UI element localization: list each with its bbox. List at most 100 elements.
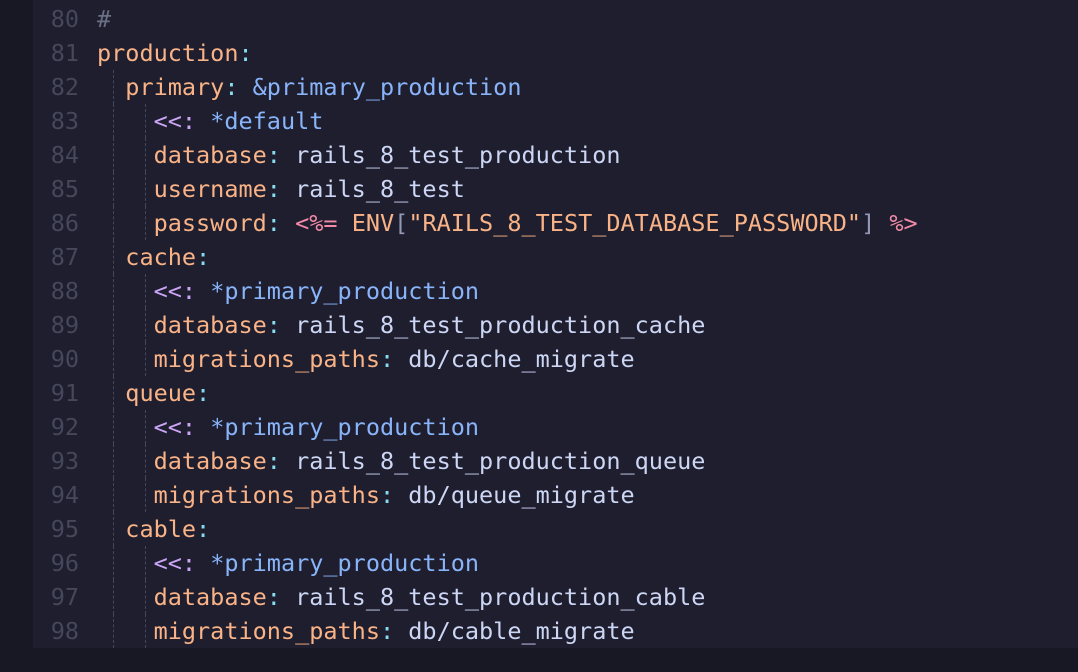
line-number: 97 (50, 583, 79, 611)
yaml-key: database (153, 141, 267, 169)
line-number: 83 (50, 107, 79, 135)
line-number: 93 (50, 447, 79, 475)
yaml-key: production (97, 39, 239, 67)
indent-guide (145, 104, 146, 138)
editor-bottom-strip (0, 648, 1078, 672)
code-line[interactable]: 94 migrations_paths: db/queue_migrate (33, 478, 1078, 512)
line-text: cable: (97, 512, 210, 546)
indent-guide (145, 580, 146, 614)
indent-guide (145, 478, 146, 512)
code-line[interactable]: 89 database: rails_8_test_production_cac… (33, 308, 1078, 342)
yaml-value: rails_8_test_production_cable (295, 583, 706, 611)
code-line[interactable]: 90 migrations_paths: db/cache_migrate (33, 342, 1078, 376)
code-line[interactable]: 87 cache: (33, 240, 1078, 274)
code-area[interactable]: 80 # 81 production: 82 primary: &primary… (33, 2, 1078, 648)
line-text: migrations_paths: db/cache_migrate (97, 342, 635, 376)
code-line[interactable]: 97 database: rails_8_test_production_cab… (33, 580, 1078, 614)
yaml-value: rails_8_test_production_cache (295, 311, 706, 339)
indent-guide (113, 512, 114, 546)
indent-guide (145, 308, 146, 342)
yaml-value: rails_8_test_production (295, 141, 621, 169)
indent-guide (113, 376, 114, 410)
indent-guide (113, 70, 114, 104)
line-text: database: rails_8_test_production (97, 138, 621, 172)
line-number: 92 (50, 413, 79, 441)
indent-guide (113, 274, 114, 308)
yaml-value: rails_8_test_production_queue (295, 447, 706, 475)
line-number: 87 (50, 243, 79, 271)
yaml-anchor: &primary_production (252, 73, 522, 101)
code-line[interactable]: 96 <<: *primary_production (33, 546, 1078, 580)
yaml-colon: : (379, 617, 395, 645)
yaml-key: migrations_paths (153, 617, 380, 645)
indent-guide (113, 478, 114, 512)
yaml-colon: : (196, 515, 211, 543)
code-line[interactable]: 95 cable: (33, 512, 1078, 546)
yaml-colon: : (224, 73, 239, 101)
yaml-key: cache (125, 243, 197, 271)
line-number: 91 (50, 379, 79, 407)
code-line[interactable]: 88 <<: *primary_production (33, 274, 1078, 308)
erb-close-tag: %> (889, 209, 918, 237)
line-number: 98 (50, 617, 79, 645)
yaml-colon: : (266, 311, 281, 339)
env-constant: ENV (351, 209, 395, 237)
yaml-key: database (153, 447, 267, 475)
line-text: primary: &primary_production (97, 70, 521, 104)
code-line[interactable]: 80 # (33, 2, 1078, 36)
line-text: username: rails_8_test (97, 172, 465, 206)
indent-guide (113, 138, 114, 172)
yaml-value: rails_8_test (295, 175, 465, 203)
code-line[interactable]: 85 username: rails_8_test (33, 172, 1078, 206)
indent-guide (113, 206, 114, 240)
line-text: migrations_paths: db/cable_migrate (97, 614, 635, 648)
line-text: database: rails_8_test_production_cache (97, 308, 706, 342)
yaml-colon: : (266, 583, 281, 611)
code-line[interactable]: 91 queue: (33, 376, 1078, 410)
code-line[interactable]: 92 <<: *primary_production (33, 410, 1078, 444)
line-number: 80 (50, 5, 79, 33)
line-number: 94 (50, 481, 79, 509)
yaml-merge-key: <<: (153, 413, 197, 441)
line-number: 95 (50, 515, 79, 543)
code-line[interactable]: 83 <<: *default (33, 104, 1078, 138)
indent-guide (113, 410, 114, 444)
code-line[interactable]: 84 database: rails_8_test_production (33, 138, 1078, 172)
bracket-close: ] (861, 209, 876, 237)
code-line[interactable]: 81 production: (33, 36, 1078, 70)
yaml-merge-key: <<: (153, 549, 197, 577)
yaml-merge-key: <<: (153, 107, 197, 135)
line-text: queue: (97, 376, 210, 410)
line-text: database: rails_8_test_production_cable (97, 580, 706, 614)
indent-guide (113, 104, 114, 138)
yaml-key: migrations_paths (153, 345, 380, 373)
yaml-key: username (153, 175, 267, 203)
code-line[interactable]: 82 primary: &primary_production (33, 70, 1078, 104)
code-line[interactable]: 86 password: <%= ENV["RAILS_8_TEST_DATAB… (33, 206, 1078, 240)
yaml-key: database (153, 311, 267, 339)
indent-guide (145, 410, 146, 444)
indent-guide (113, 444, 114, 478)
bracket-open: [ (394, 209, 409, 237)
line-text: database: rails_8_test_production_queue (97, 444, 706, 478)
line-number: 86 (50, 209, 79, 237)
line-text: password: <%= ENV["RAILS_8_TEST_DATABASE… (97, 206, 918, 240)
line-text: migrations_paths: db/queue_migrate (97, 478, 635, 512)
line-number: 96 (50, 549, 79, 577)
line-text: production: (97, 36, 253, 70)
yaml-colon: : (266, 447, 281, 475)
yaml-colon: : (266, 141, 281, 169)
line-number: 90 (50, 345, 79, 373)
line-text: <<: *primary_production (97, 274, 479, 308)
erb-open-tag: <%= (295, 209, 338, 237)
line-number: 84 (50, 141, 79, 169)
line-text: <<: *default (97, 104, 324, 138)
yaml-colon: : (266, 209, 281, 237)
yaml-key: queue (125, 379, 197, 407)
yaml-alias: *primary_production (210, 277, 480, 305)
yaml-key: password (153, 209, 267, 237)
code-line[interactable]: 98 migrations_paths: db/cable_migrate (33, 614, 1078, 648)
code-line[interactable]: 93 database: rails_8_test_production_que… (33, 444, 1078, 478)
line-number: 85 (50, 175, 79, 203)
